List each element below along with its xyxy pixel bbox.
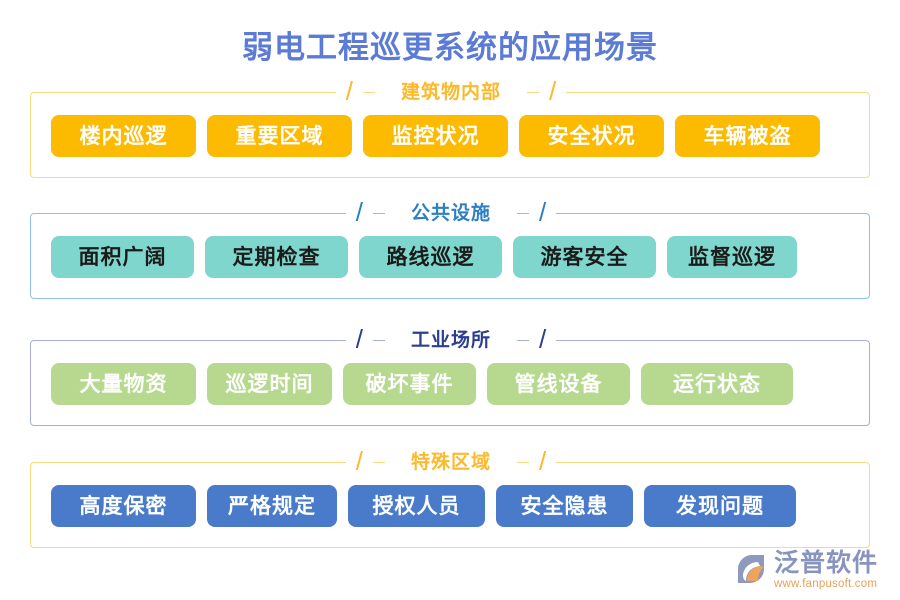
logo-company-name: 泛普软件 xyxy=(773,549,878,577)
tag-item[interactable]: 高度保密 xyxy=(51,485,196,527)
page-title: 弱电工程巡更系统的应用场景 xyxy=(242,30,658,65)
tag-item[interactable]: 定期检查 xyxy=(205,236,348,278)
tag-row-building-interior: 楼内巡逻重要区域监控状况安全状况车辆被盗 xyxy=(31,93,869,177)
section-building-interior: /建筑物内部/楼内巡逻重要区域监控状况安全状况车辆被盗 xyxy=(30,77,870,178)
fanpu-logo-icon xyxy=(734,553,768,587)
logo-text: 泛普软件 www.fanpusoft.com xyxy=(773,549,878,590)
tag-row-public-facilities: 面积广阔定期检查路线巡逻游客安全监督巡逻 xyxy=(31,214,869,298)
tag-row-industrial-sites: 大量物资巡逻时间破坏事件管线设备运行状态 xyxy=(31,341,869,425)
tag-item[interactable]: 面积广阔 xyxy=(51,236,194,278)
tag-item[interactable]: 游客安全 xyxy=(513,236,656,278)
tag-item[interactable]: 发现问题 xyxy=(644,485,796,527)
tag-item[interactable]: 路线巡逻 xyxy=(359,236,502,278)
tag-item[interactable]: 监控状况 xyxy=(363,115,508,157)
tag-item[interactable]: 授权人员 xyxy=(348,485,485,527)
tag-item[interactable]: 严格规定 xyxy=(207,485,337,527)
tag-item[interactable]: 安全隐患 xyxy=(496,485,633,527)
section-industrial-sites: /工业场所/大量物资巡逻时间破坏事件管线设备运行状态 xyxy=(30,325,870,426)
tag-item[interactable]: 巡逻时间 xyxy=(207,363,332,405)
tag-item[interactable]: 大量物资 xyxy=(51,363,196,405)
section-special-areas: /特殊区域/高度保密严格规定授权人员安全隐患发现问题 xyxy=(30,447,870,548)
tag-item[interactable]: 运行状态 xyxy=(641,363,793,405)
tag-row-special-areas: 高度保密严格规定授权人员安全隐患发现问题 xyxy=(31,463,869,547)
section-public-facilities: /公共设施/面积广阔定期检查路线巡逻游客安全监督巡逻 xyxy=(30,198,870,299)
tag-item[interactable]: 楼内巡逻 xyxy=(51,115,196,157)
tag-item[interactable]: 破坏事件 xyxy=(343,363,476,405)
tag-item[interactable]: 重要区域 xyxy=(207,115,352,157)
brand-logo: 泛普软件 www.fanpusoft.com xyxy=(734,549,878,590)
tag-item[interactable]: 监督巡逻 xyxy=(667,236,797,278)
tag-item[interactable]: 管线设备 xyxy=(487,363,630,405)
logo-website-url: www.fanpusoft.com xyxy=(773,578,878,590)
tag-item[interactable]: 车辆被盗 xyxy=(675,115,820,157)
tag-item[interactable]: 安全状况 xyxy=(519,115,664,157)
